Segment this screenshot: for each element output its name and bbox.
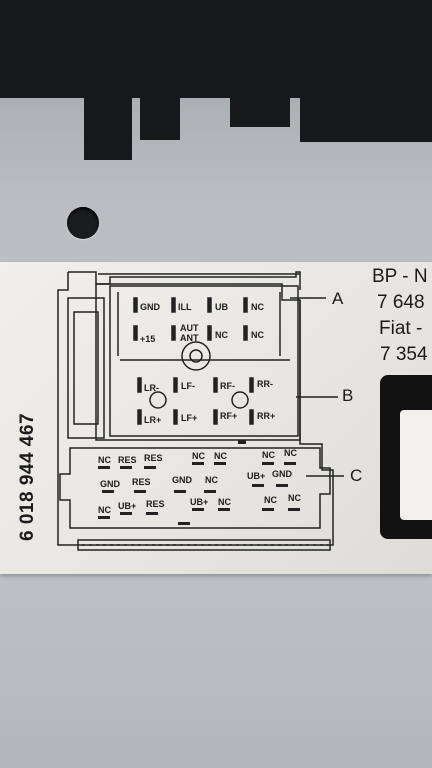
label-line-2: 7 648: [377, 292, 425, 313]
pin-c: NC: [192, 451, 205, 461]
label-line-1: BP - N: [372, 266, 428, 287]
pin-c: RES: [118, 455, 137, 465]
pin-b-lr-minus: LR-: [144, 383, 159, 393]
pin-c: NC: [284, 448, 297, 458]
pin-c: RES: [132, 477, 151, 487]
pin-c: NC: [214, 451, 227, 461]
section-a-label: A: [332, 289, 344, 308]
pin-c: UB+: [190, 497, 209, 507]
section-c-label: C: [350, 466, 363, 485]
pin-c: RES: [146, 499, 165, 509]
pin-a-nc: NC: [215, 330, 228, 340]
pin-c: NC: [98, 455, 111, 465]
pin-a-ub: UB: [215, 302, 228, 312]
pin-b-rf-plus: RF+: [220, 411, 238, 421]
heatsink-tab: [84, 90, 132, 160]
pin-a-nc: NC: [251, 330, 264, 340]
pin-c: NC: [264, 495, 277, 505]
pin-c: NC: [218, 497, 231, 507]
pin-b-rf-minus: RF-: [220, 381, 235, 391]
heatsink: [0, 0, 432, 98]
heatsink-tab: [230, 92, 290, 127]
pin-c: GND: [172, 475, 192, 485]
pin-c: UB+: [118, 501, 137, 511]
pin-a-ill: ILL: [178, 302, 192, 312]
label-line-4: 7 354: [380, 344, 428, 365]
panel-window: [400, 410, 432, 520]
pin-c: RES: [144, 453, 163, 463]
pin-c: GND: [272, 469, 292, 479]
pin-c: NC: [205, 475, 218, 485]
pin-a-nc: NC: [251, 302, 264, 312]
pin-c: NC: [288, 493, 301, 503]
mounting-hole: [67, 207, 99, 239]
pin-c: UB+: [247, 471, 266, 481]
pin-c: GND: [100, 479, 120, 489]
pin-a-plus15: +15: [140, 334, 156, 344]
pin-b-rr-minus: RR-: [257, 379, 273, 389]
label-line-3: Fiat -: [379, 318, 423, 339]
section-b-label: B: [342, 386, 354, 405]
pin-b-lr-plus: LR+: [144, 415, 162, 425]
heatsink-tab: [140, 95, 180, 140]
pin-c: NC: [262, 450, 275, 460]
pin-a-aut-ant: AUT ANT: [180, 323, 199, 343]
pin-c: NC: [98, 505, 111, 515]
pin-b-lf-plus: LF+: [181, 413, 198, 423]
pin-b-lf-minus: LF-: [181, 381, 195, 391]
pin-a-gnd: GND: [140, 302, 160, 312]
pin-b-rr-plus: RR+: [257, 411, 276, 421]
heatsink-tab: [300, 92, 432, 142]
